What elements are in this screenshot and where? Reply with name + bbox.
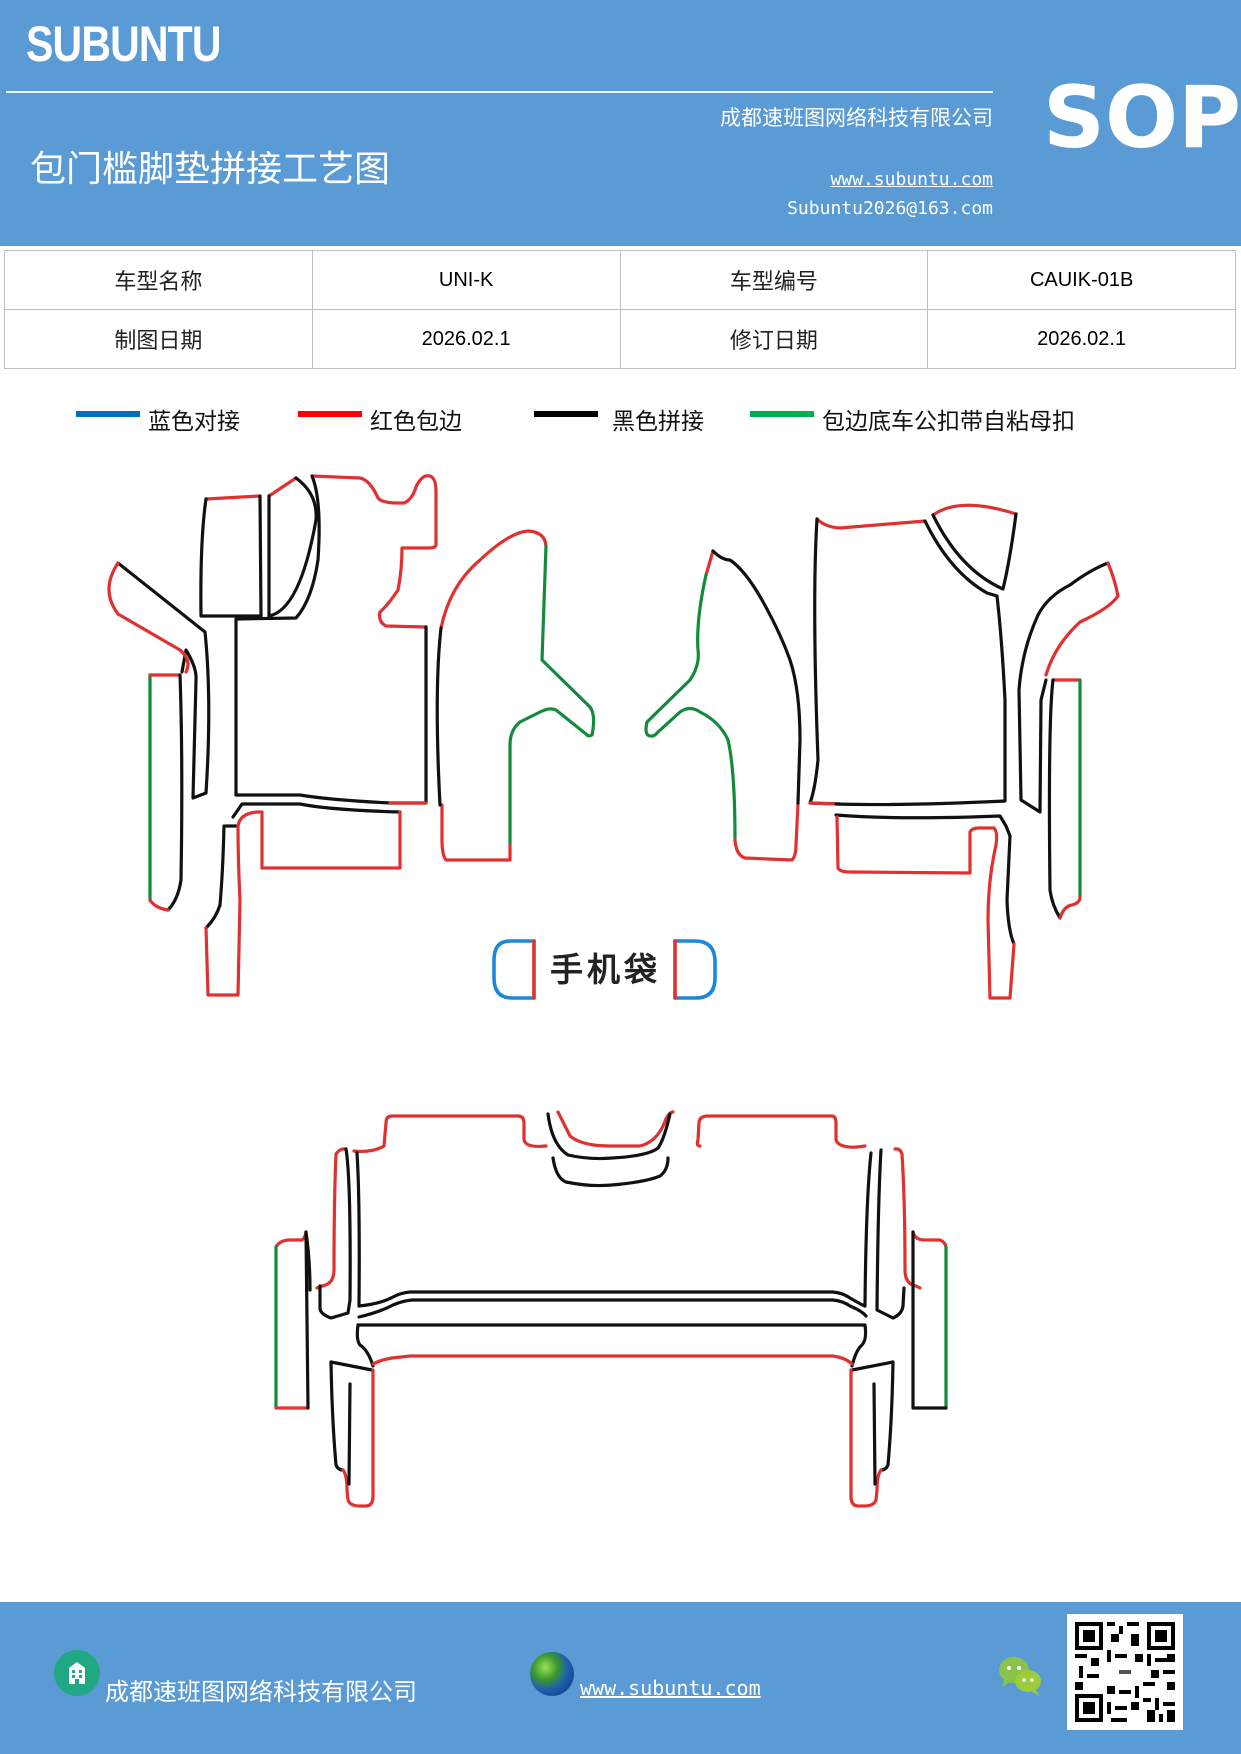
table-row: 制图日期 2026.02.1 修订日期 2026.02.1 xyxy=(4,309,1236,369)
globe-icon xyxy=(530,1652,574,1696)
line-legend: 蓝色对接 红色包边 黑色拼接 包边底车公扣带自粘母扣 xyxy=(0,402,1241,438)
mat-splicing-diagram xyxy=(107,474,1120,1508)
legend-label: 红色包边 xyxy=(370,409,462,435)
building-icon xyxy=(54,1650,100,1696)
footer-company-name: 成都速班图网络科技有限公司 xyxy=(105,1678,417,1706)
table-row: 车型名称 UNI-K 车型编号 CAUIK-01B xyxy=(4,250,1236,310)
header-company-name: 成都速班图网络科技有限公司 xyxy=(720,106,993,130)
front-right-mats xyxy=(808,503,1120,1000)
label-model-code: 车型编号 xyxy=(619,250,929,310)
phone-pocket-icons xyxy=(492,939,717,1000)
brand-logo: SUBUNTU xyxy=(26,16,222,72)
legend-item-green: 包边底车公扣带自粘母扣 xyxy=(750,402,1075,436)
header-banner: SUBUNTU 包门槛脚垫拼接工艺图 成都速班图网络科技有限公司 www.sub… xyxy=(0,0,1241,246)
label-revision-date: 修订日期 xyxy=(619,309,929,369)
front-left-mats xyxy=(107,474,438,997)
page-title: 包门槛脚垫拼接工艺图 xyxy=(30,149,391,190)
front-left-footwell xyxy=(435,529,596,862)
legend-label: 黑色拼接 xyxy=(612,409,704,435)
front-right-footwell xyxy=(644,549,802,862)
doc-type-label: SOP xyxy=(1043,68,1241,168)
value-model-name: UNI-K xyxy=(311,250,621,310)
header-divider xyxy=(6,91,993,93)
qr-code xyxy=(1067,1614,1183,1730)
blue-line-swatch xyxy=(76,411,140,417)
green-line-swatch xyxy=(750,411,814,417)
header-website-link[interactable]: www.subuntu.com xyxy=(830,169,993,190)
footer-banner: 成都速班图网络科技有限公司 www.subuntu.com xyxy=(0,1602,1241,1754)
value-model-code: CAUIK-01B xyxy=(927,250,1236,310)
footer-website-link[interactable]: www.subuntu.com xyxy=(580,1676,761,1700)
legend-item-black: 黑色拼接 xyxy=(534,402,704,436)
legend-label: 蓝色对接 xyxy=(148,409,240,435)
rear-mats xyxy=(274,1110,948,1508)
wechat-icon xyxy=(999,1657,1041,1696)
value-draw-date: 2026.02.1 xyxy=(311,309,621,369)
legend-item-red: 红色包边 xyxy=(298,402,462,436)
label-draw-date: 制图日期 xyxy=(4,309,313,369)
legend-label: 包边底车公扣带自粘母扣 xyxy=(822,409,1075,435)
vehicle-info-table: 车型名称 UNI-K 车型编号 CAUIK-01B 制图日期 2026.02.1… xyxy=(4,250,1236,369)
red-line-swatch xyxy=(298,411,362,417)
phone-pocket-label: 手机袋 xyxy=(550,950,661,989)
label-model-name: 车型名称 xyxy=(4,250,313,310)
value-revision-date: 2026.02.1 xyxy=(927,309,1236,369)
header-email: Subuntu2026@163.com xyxy=(787,198,993,219)
legend-item-blue: 蓝色对接 xyxy=(76,402,240,436)
black-line-swatch xyxy=(534,411,598,417)
